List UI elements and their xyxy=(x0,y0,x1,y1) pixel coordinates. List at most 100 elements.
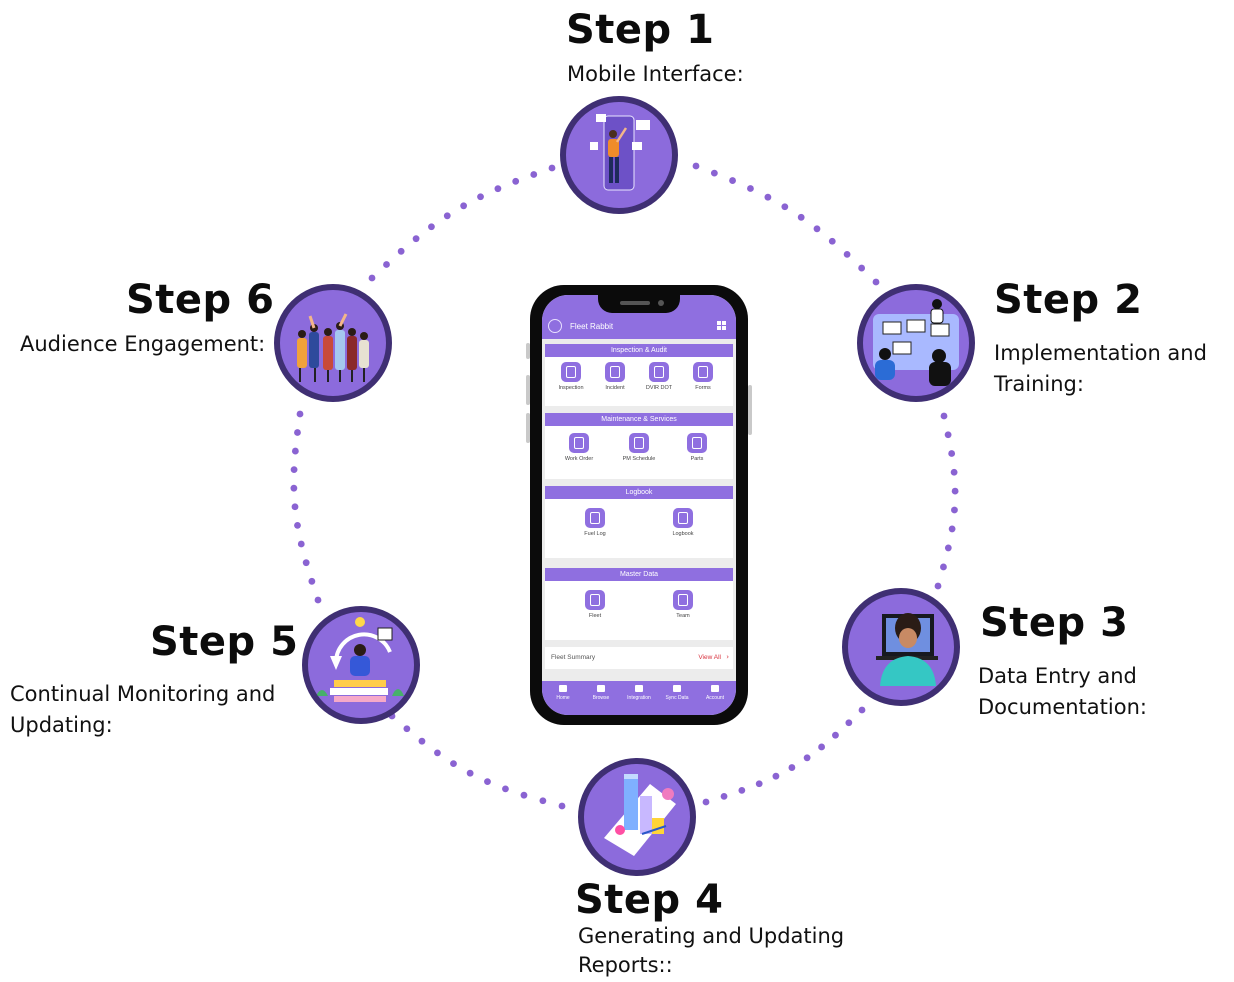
ring-dot xyxy=(858,706,866,714)
ring-dot xyxy=(302,559,310,567)
item-label: PM Schedule xyxy=(622,456,656,462)
ring-dot xyxy=(443,212,451,220)
ring-dot xyxy=(291,503,299,511)
ring-dot xyxy=(460,202,468,210)
item-label: Team xyxy=(676,613,690,619)
item-label: Fuel Log xyxy=(584,531,606,537)
ring-dot xyxy=(450,760,457,768)
item-label: Incident xyxy=(605,385,625,391)
ring-dot xyxy=(466,769,474,777)
monitoring-cycle-icon xyxy=(316,617,404,702)
inspection-item[interactable]: Inspection xyxy=(549,362,593,391)
tab-sync-data[interactable]: Sync Data xyxy=(658,685,696,701)
section-master-data: Master Data Fleet Team xyxy=(545,568,733,640)
step-3-title: Step 3 xyxy=(980,600,1129,646)
ring-dot xyxy=(797,213,805,221)
section-header: Inspection & Audit xyxy=(545,344,733,357)
ring-dot xyxy=(403,725,411,733)
step-3-node xyxy=(842,588,960,706)
ring-dot xyxy=(729,177,736,184)
section-inspection-audit: Inspection & Audit Inspection Incident D… xyxy=(545,344,733,406)
step-1-title: Step 1 xyxy=(566,7,715,53)
step-6-title: Step 6 xyxy=(126,277,275,323)
phone-screen: Fleet Rabbit Inspection & Audit Inspecti… xyxy=(542,295,736,715)
ring-dot xyxy=(314,596,322,604)
ring-dot xyxy=(764,193,772,201)
book-icon xyxy=(673,508,693,528)
ring-dot xyxy=(872,278,880,286)
tab-home[interactable]: Home xyxy=(544,685,582,701)
dvir-dot-item[interactable]: DVIR DOT xyxy=(637,362,681,391)
item-label: Inspection xyxy=(558,385,584,391)
inspection-icon xyxy=(561,362,581,382)
tab-browse[interactable]: Browse xyxy=(582,685,620,701)
ring-dot xyxy=(484,778,491,786)
ring-dot xyxy=(692,162,700,170)
view-all-link[interactable]: View All xyxy=(698,654,721,661)
home-icon xyxy=(559,685,567,692)
ring-dot xyxy=(951,487,959,495)
incident-item[interactable]: Incident xyxy=(593,362,637,391)
ring-dot xyxy=(944,544,952,552)
tab-label: Account xyxy=(705,695,725,701)
item-label: Work Order xyxy=(564,456,594,462)
ring-dot xyxy=(858,264,866,272)
work-order-item[interactable]: Work Order xyxy=(557,433,601,462)
step-6-description: Audience Engagement: xyxy=(20,332,266,356)
ring-dot xyxy=(845,719,853,727)
ring-dot xyxy=(539,797,547,805)
step-6-node xyxy=(274,284,392,402)
ring-dot xyxy=(781,203,789,211)
ring-dot xyxy=(951,506,958,514)
parts-item[interactable]: Parts xyxy=(675,433,719,462)
app-title: Fleet Rabbit xyxy=(570,322,614,331)
ring-dot xyxy=(418,737,426,745)
browse-grid-icon xyxy=(597,685,605,692)
ring-dot xyxy=(291,447,299,455)
ring-dot xyxy=(940,563,947,571)
phone-notch xyxy=(598,295,680,313)
forms-item[interactable]: Forms xyxy=(681,362,725,391)
chevron-right-icon: › xyxy=(726,653,729,661)
calendar-icon xyxy=(629,433,649,453)
ring-dot xyxy=(828,237,836,245)
account-icon xyxy=(711,685,719,692)
fleet-summary-row[interactable]: Fleet Summary View All › xyxy=(545,647,733,669)
clipboard-icon xyxy=(649,362,669,382)
ring-dot xyxy=(950,468,958,476)
tab-account[interactable]: Account xyxy=(696,685,734,701)
ring-dot xyxy=(818,743,825,751)
ring-dot xyxy=(290,466,298,474)
section-logbook: Logbook Fuel Log Logbook xyxy=(545,486,733,558)
ring-dot xyxy=(494,185,502,193)
grid-menu-icon[interactable] xyxy=(717,321,726,330)
phone-side-button xyxy=(526,343,530,359)
fuel-log-item[interactable]: Fuel Log xyxy=(573,508,617,537)
step-5-title: Step 5 xyxy=(150,619,299,665)
training-team-icon xyxy=(873,299,959,386)
section-header: Maintenance & Services xyxy=(545,413,733,426)
forms-icon xyxy=(693,362,713,382)
tab-label: Home xyxy=(556,695,570,701)
crowd-audience-icon xyxy=(297,313,369,382)
tab-integration[interactable]: Integration xyxy=(620,685,658,701)
logbook-item[interactable]: Logbook xyxy=(661,508,705,537)
ring-dot xyxy=(948,525,956,533)
pm-schedule-item[interactable]: PM Schedule xyxy=(617,433,661,462)
step-1-node xyxy=(560,96,678,214)
section-maintenance-services: Maintenance & Services Work Order PM Sch… xyxy=(545,413,733,479)
bottom-tab-bar: Home Browse Integration Sync Data Accoun… xyxy=(542,681,736,715)
ring-dot xyxy=(383,261,390,268)
team-item[interactable]: Team xyxy=(661,590,705,619)
ring-dot xyxy=(434,749,441,757)
phone-volume-up xyxy=(526,375,530,405)
ring-dot xyxy=(788,764,796,771)
step-5-node xyxy=(302,606,420,724)
section-header: Master Data xyxy=(545,568,733,581)
ring-dot xyxy=(530,171,538,178)
ring-dot xyxy=(290,484,298,492)
fleet-item[interactable]: Fleet xyxy=(573,590,617,619)
item-label: Forms xyxy=(695,385,711,391)
